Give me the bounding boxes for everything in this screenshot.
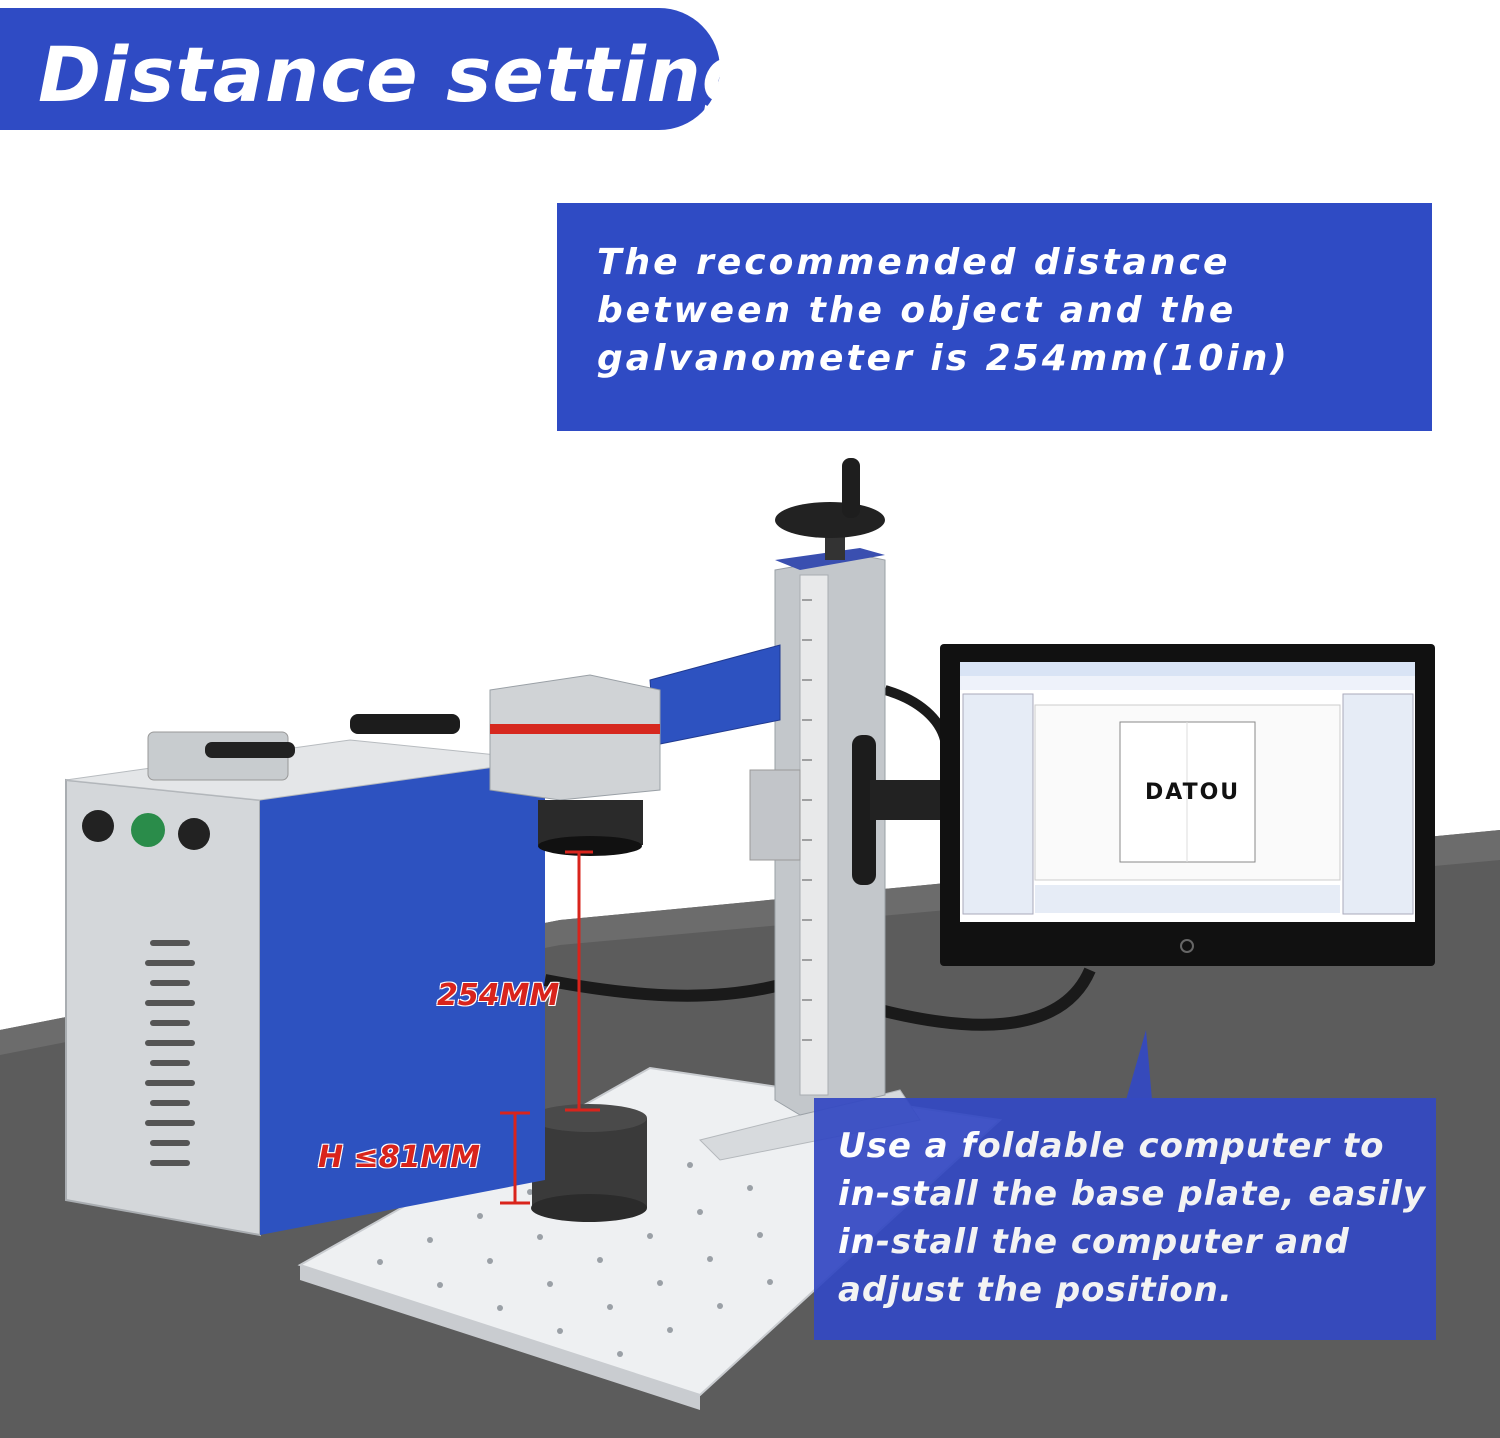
- monitor-screen-logo: DATOU: [1145, 780, 1241, 805]
- working-distance-label: 254MM: [437, 978, 560, 1013]
- computer-mount-callout-text: Use a foldable computer to in-stall the …: [838, 1126, 1427, 1310]
- distance-callout-text: The recommended distance between the obj…: [597, 242, 1290, 379]
- distance-callout: The recommended distance between the obj…: [557, 203, 1432, 431]
- max-height-label: H ≤81MM: [318, 1140, 481, 1175]
- title-banner: Distance setting: [0, 8, 756, 130]
- computer-mount-callout: Use a foldable computer to in-stall the …: [814, 1098, 1436, 1340]
- page-title: Distance setting: [38, 30, 758, 119]
